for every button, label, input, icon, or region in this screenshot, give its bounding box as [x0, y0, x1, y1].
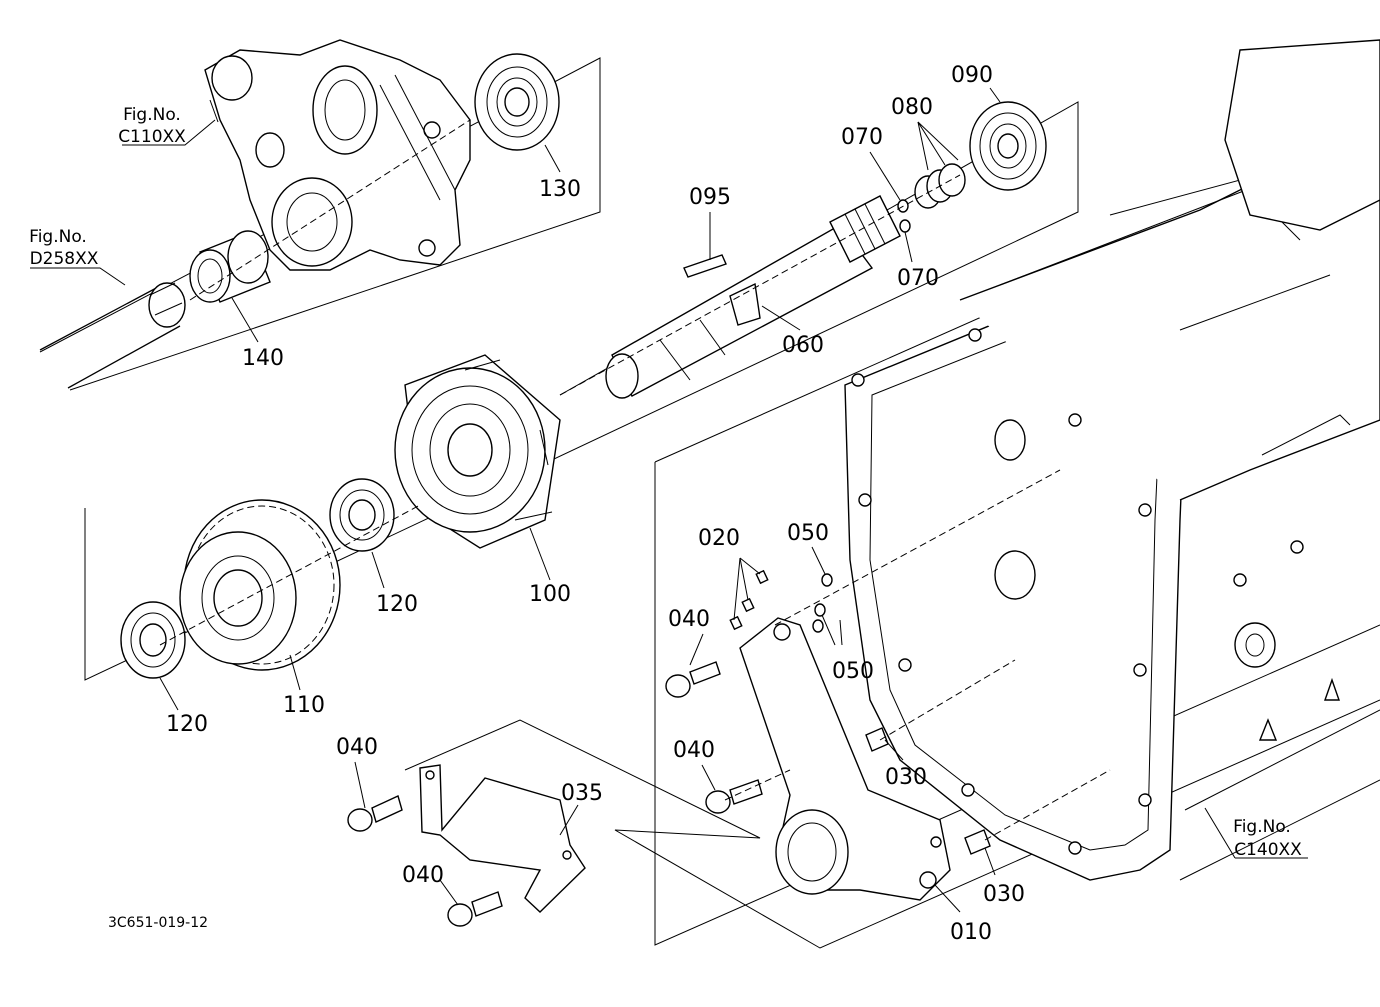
- document-code: 3C651-019-12: [108, 915, 208, 931]
- bearing-130: [474, 53, 560, 151]
- fig-ref-c140-code: C140XX: [1234, 840, 1302, 860]
- input-shaft: [39, 282, 186, 389]
- leader-lines: [30, 87, 1308, 913]
- label-040-a: 040: [668, 607, 710, 632]
- collar-070: [897, 199, 911, 233]
- bearing-120-upper: [329, 478, 395, 552]
- fig-ref-c140: Fig.No. C140XX: [1233, 817, 1302, 860]
- pins-030: [865, 727, 991, 855]
- case-c140: [844, 39, 1380, 881]
- label-050-top: 050: [787, 521, 829, 546]
- label-090: 090: [951, 63, 993, 88]
- label-120-upper: 120: [376, 592, 418, 617]
- label-040-b: 040: [673, 738, 715, 763]
- set-screws-020: [729, 569, 769, 631]
- label-010: 010: [950, 920, 992, 945]
- label-130: 130: [539, 177, 581, 202]
- bushing-140: [189, 230, 271, 303]
- label-140: 140: [242, 346, 284, 371]
- label-035: 035: [561, 781, 603, 806]
- fig-ref-d258-code: D258XX: [30, 249, 99, 269]
- fig-ref-c110: Fig.No. C110XX: [118, 105, 186, 147]
- bolt-040-d: [447, 891, 503, 927]
- label-070-bottom: 070: [897, 266, 939, 291]
- label-120-lower: 120: [166, 712, 208, 737]
- bracket-010: [739, 617, 951, 901]
- bearing-120-lower: [120, 601, 186, 679]
- bearing-090: [969, 101, 1047, 191]
- fig-ref-d258: Fig.No. D258XX: [29, 227, 99, 269]
- key-095: [683, 254, 727, 278]
- label-030-lower: 030: [983, 882, 1025, 907]
- bracket-035: [419, 764, 586, 913]
- label-040-c: 040: [336, 735, 378, 760]
- label-030-upper: 030: [885, 765, 927, 790]
- label-070-top: 070: [841, 125, 883, 150]
- part-labels: 130 140 095 070 070 080 090 060 100 120 …: [166, 63, 1025, 945]
- fig-ref-c110-code: C110XX: [118, 127, 186, 147]
- fig-ref-d258-title: Fig.No.: [29, 227, 87, 247]
- label-020: 020: [698, 526, 740, 551]
- gear-110: [179, 499, 341, 671]
- label-050-bottom: 050: [832, 659, 874, 684]
- label-095: 095: [689, 185, 731, 210]
- bolt-040-c: [347, 795, 403, 832]
- label-060: 060: [782, 333, 824, 358]
- shaft-060: [605, 195, 901, 399]
- label-110: 110: [283, 693, 325, 718]
- label-080: 080: [891, 95, 933, 120]
- fig-ref-c140-title: Fig.No.: [1233, 817, 1291, 837]
- label-040-d: 040: [402, 863, 444, 888]
- bolt-040-a: [665, 661, 721, 698]
- bolt-040-b: [705, 779, 763, 814]
- center-lines: [159, 119, 1111, 841]
- orings-050: [812, 573, 833, 633]
- clutch-pack-100: [394, 354, 561, 549]
- housing-c110: [204, 39, 471, 271]
- fig-ref-c110-title: Fig.No.: [123, 105, 181, 125]
- label-100: 100: [529, 582, 571, 607]
